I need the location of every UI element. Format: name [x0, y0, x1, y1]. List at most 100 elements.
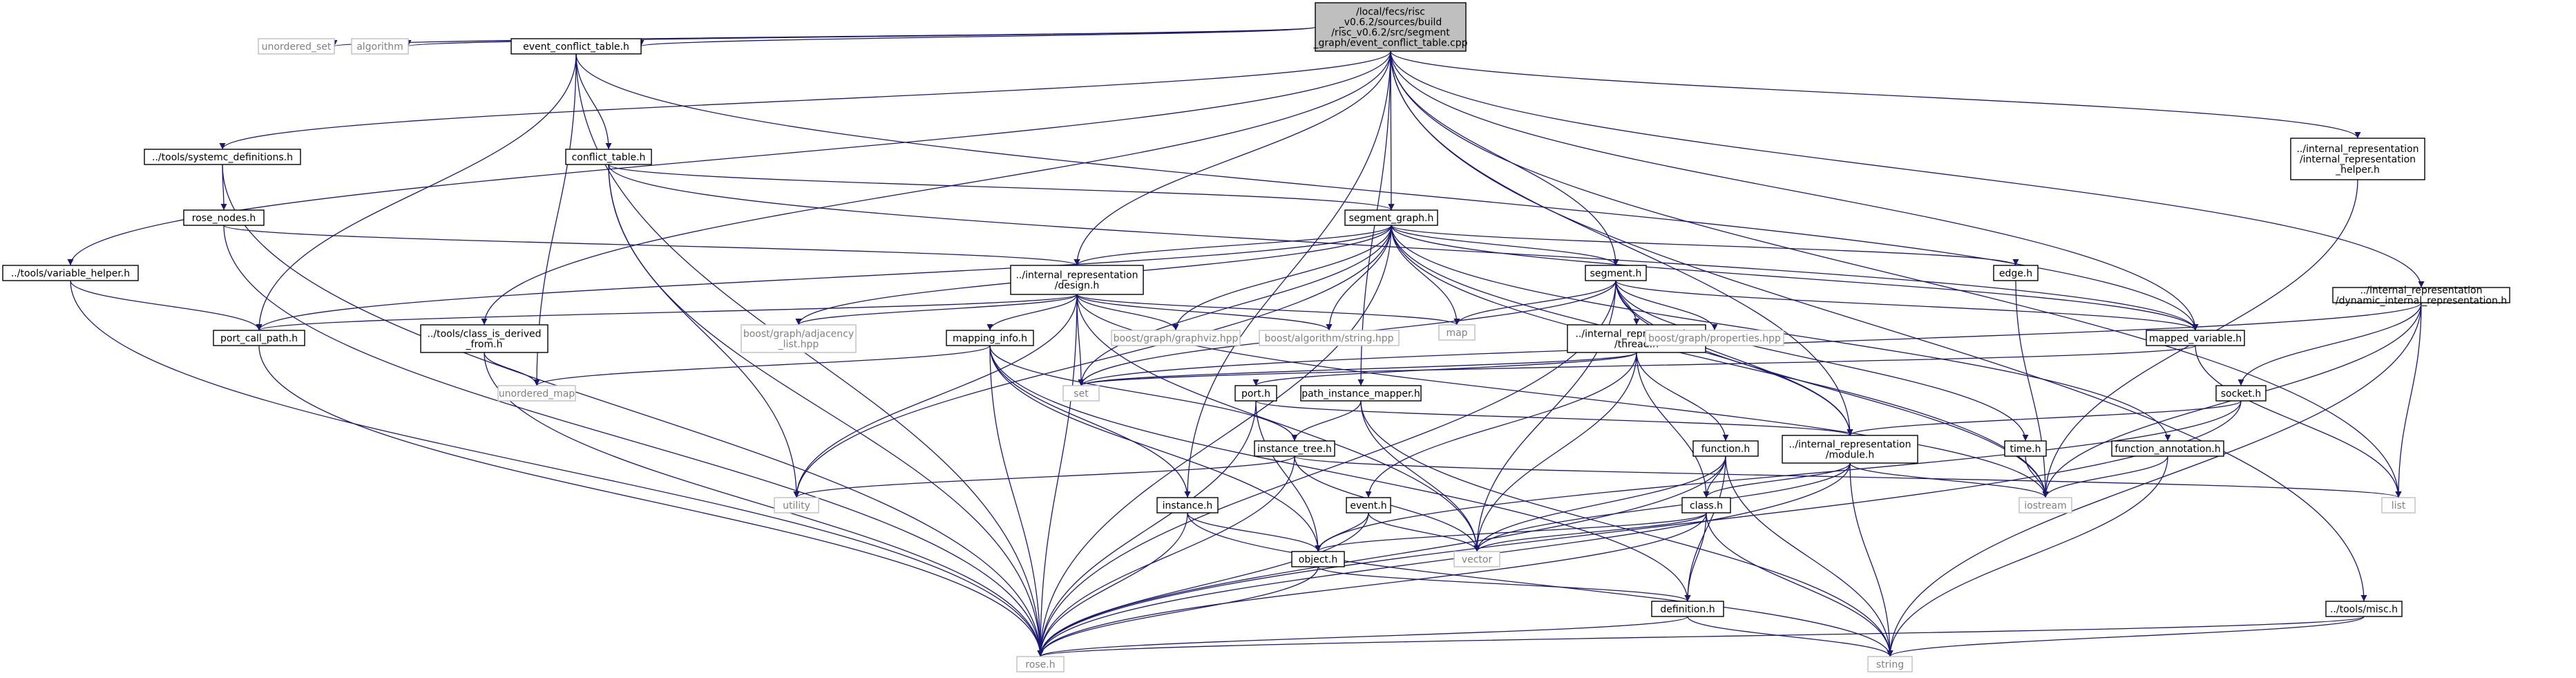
- node-object-h[interactable]: object.h: [1291, 551, 1345, 567]
- node-box: [1782, 435, 1918, 464]
- node-path-instance-mapper-h[interactable]: path_instance_mapper.h: [1300, 385, 1422, 402]
- node-function-annotation-h[interactable]: function_annotation.h: [2111, 440, 2224, 457]
- edge-mapping_info_h-to-object_h: [989, 345, 1322, 552]
- node-event-conflict-table-h[interactable]: event_conflict_table.h: [511, 38, 642, 55]
- node-label: ../internal_representation/module.h: [1788, 440, 1911, 461]
- node-label: definition.h: [1660, 604, 1715, 615]
- node-label: mapping_info.h: [953, 333, 1027, 344]
- edge-root-to-algorithm: [406, 26, 1316, 47]
- node-properties-hpp: boost/graph/properties.hpp: [1645, 330, 1784, 346]
- node-box: [1344, 209, 1438, 226]
- node-utility: utility: [774, 497, 819, 514]
- node-segment-graph-h[interactable]: segment_graph.h: [1344, 209, 1438, 226]
- edge-path_instance_mapper_h-to-vector: [1360, 400, 1480, 552]
- node-box: [511, 38, 642, 55]
- node-time-h[interactable]: time.h: [2004, 440, 2047, 457]
- edge-path_instance_mapper_h-to-instance_tree_h: [1291, 400, 1362, 442]
- node-instance-tree-h[interactable]: instance_tree.h: [1254, 440, 1335, 457]
- node-conflict-table-h[interactable]: conflict_table.h: [565, 149, 652, 165]
- node-label: boost/graph/properties.hpp: [1648, 333, 1781, 344]
- node-mapping-info-h[interactable]: mapping_info.h: [946, 330, 1034, 346]
- node-label: vector: [1462, 554, 1493, 565]
- edge-design_h-to-adjacency_list_hpp: [795, 294, 1078, 326]
- node-design-h[interactable]: ../internal_representation/design.h: [1010, 265, 1144, 295]
- node-class-is-derived-h[interactable]: ../tools/class_is_derived_from.h: [420, 324, 548, 353]
- node-box: [1681, 497, 1731, 514]
- node-algorithm: algorithm: [351, 38, 409, 55]
- node-box: [741, 324, 857, 353]
- node-label: event_conflict_table.h: [523, 41, 629, 53]
- edge-class_h-to-object_h: [1315, 512, 1707, 552]
- node-box: [1585, 265, 1647, 281]
- edge-segment_graph_h-to-design_h: [1074, 225, 1392, 266]
- node-systemc-definitions-h[interactable]: ../tools/systemc_definitions.h: [144, 149, 301, 165]
- node-label: boost/graph/graphviz.hpp: [1114, 333, 1239, 344]
- node-instance-h[interactable]: instance.h: [1156, 497, 1219, 514]
- edge-segment_graph_h-to-utility: [793, 225, 1392, 498]
- node-label: set: [1074, 388, 1089, 399]
- edge-root-to-module_h: [1390, 50, 1853, 436]
- edge-instance_tree_h-to-rose_h: [1037, 455, 1295, 657]
- edge-root-to-event_conflict_table_h: [638, 26, 1316, 47]
- node-event-h[interactable]: event.h: [1346, 497, 1391, 514]
- edge-socket_h-to-module_h: [1847, 400, 2242, 436]
- node-socket-h[interactable]: socket.h: [2215, 385, 2267, 402]
- edge-design_h-to-map: [1076, 294, 1460, 326]
- node-box: [1315, 2, 1467, 52]
- edge-design_h-to-rose_h: [1037, 294, 1078, 657]
- node-mapped-variable-h[interactable]: mapped_variable.h: [2146, 330, 2245, 346]
- node-iostream: iostream: [2019, 497, 2072, 514]
- node-module-h[interactable]: ../internal_representation/module.h: [1782, 435, 1918, 464]
- edge-function_annotation_h-to-string: [1887, 455, 2168, 657]
- edge-variable_helper_h-to-rose_h: [70, 280, 1044, 657]
- node-ir-helper-h[interactable]: ../internal_representation/internal_repr…: [2290, 138, 2425, 180]
- node-box: [1346, 497, 1391, 514]
- edge-instance_tree_h-to-list: [1294, 455, 2401, 498]
- edge-thread_h-to-port_h: [1252, 352, 1637, 386]
- edge-design_h-to-string_hpp: [1076, 294, 1333, 331]
- node-edge-h[interactable]: edge.h: [1993, 265, 2039, 281]
- node-label: segment_graph.h: [1349, 213, 1434, 224]
- edge-rose_nodes_h-to-design_h: [223, 225, 1080, 266]
- node-segment-h[interactable]: segment.h: [1585, 265, 1647, 281]
- node-string-hpp: boost/algorithm/string.hpp: [1259, 330, 1400, 346]
- node-box: [1993, 265, 2039, 281]
- edge-event_conflict_table_h-to-mapped_variable_h: [575, 53, 2199, 331]
- node-box: [2146, 330, 2245, 346]
- node-label: algorithm: [356, 41, 403, 53]
- edge-design_h-to-mapping_info_h: [986, 294, 1078, 331]
- node-port-call-path-h[interactable]: port_call_path.h: [213, 330, 305, 346]
- node-label: ../tools/class_is_derived_from.h: [427, 329, 541, 350]
- node-port-h[interactable]: port.h: [1234, 385, 1277, 402]
- edge-instance_h-to-object_h: [1187, 512, 1322, 552]
- node-box: [420, 324, 548, 353]
- node-misc-h[interactable]: ../tools/misc.h: [2325, 601, 2403, 617]
- node-root[interactable]: /local/fecs/risc_v0.6.2/sources/build/ri…: [1313, 2, 1468, 52]
- node-box: [1567, 324, 1706, 353]
- node-rose-h: rose.h: [1016, 656, 1065, 672]
- node-box: [1867, 656, 1913, 672]
- node-box: [1254, 440, 1335, 457]
- node-rose-nodes-h[interactable]: rose_nodes.h: [183, 209, 265, 226]
- edge-design_h-to-vector: [1076, 294, 1480, 552]
- node-definition-h[interactable]: definition.h: [1651, 601, 1724, 617]
- edge-instance_h-to-string: [1187, 512, 1893, 657]
- node-label: string: [1876, 659, 1904, 670]
- node-variable-helper-h[interactable]: ../tools/variable_helper.h: [2, 265, 139, 281]
- edge-segment_h-to-iostream: [1615, 280, 2049, 498]
- node-box: [2004, 440, 2047, 457]
- node-label: boost/graph/adjacency_list.hpp: [743, 329, 854, 350]
- node-function-h[interactable]: function.h: [1692, 440, 1759, 457]
- node-label: edge.h: [1999, 268, 2032, 279]
- node-dyn-ir-h[interactable]: ../internal_representation/dynamic_inter…: [2332, 285, 2510, 307]
- edge-root-to-misc_h: [1390, 50, 2367, 602]
- edge-definition_h-to-string: [1687, 616, 1893, 657]
- node-box: [1016, 656, 1065, 672]
- edge-root-to-list: [1390, 50, 2402, 498]
- edge-design_h-to-port_call_path_h: [256, 294, 1078, 331]
- node-class-h[interactable]: class.h: [1681, 497, 1731, 514]
- edge-mapping_info_h-to-rose_h: [989, 345, 1044, 657]
- edge-thread_h-to-set: [1078, 352, 1637, 386]
- edge-root-to-mapped_variable_h: [1390, 50, 2199, 331]
